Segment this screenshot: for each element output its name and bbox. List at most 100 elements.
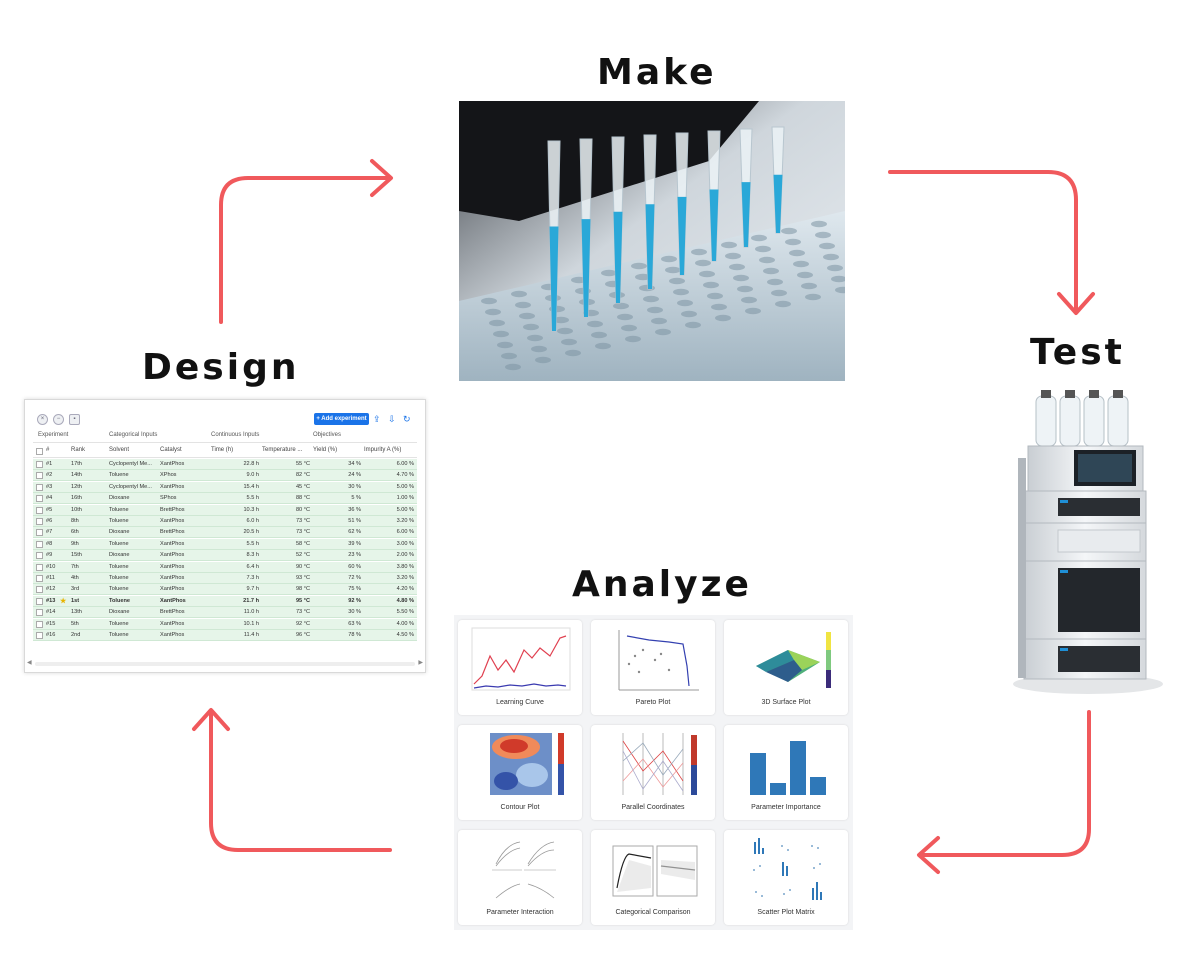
card-scatter-plot-matrix[interactable]: Scatter Plot Matrix — [724, 830, 848, 925]
well — [797, 271, 813, 279]
table-cell: 3.20 % — [396, 575, 414, 581]
well — [715, 314, 731, 322]
column-header[interactable]: # — [46, 447, 50, 453]
upload-icon[interactable]: ⇪ — [373, 414, 381, 424]
card-contour-plot[interactable]: Contour Plot — [458, 725, 582, 820]
well — [527, 334, 543, 342]
table-cell: 4.50 % — [396, 632, 414, 638]
table-cell: #13 — [46, 597, 56, 604]
card-parameter-interaction[interactable]: Parameter Interaction — [458, 830, 582, 925]
table-cell: 3.80 % — [396, 563, 414, 570]
row-checkbox[interactable] — [36, 597, 43, 605]
row-checkbox[interactable] — [36, 609, 43, 617]
well — [699, 270, 715, 278]
column-header[interactable]: Temperature ... — [262, 447, 303, 453]
well — [591, 331, 607, 339]
column-header[interactable]: Yield (%) — [313, 447, 338, 453]
horizontal-scrollbar[interactable] — [35, 662, 415, 666]
row-checkbox[interactable] — [36, 529, 43, 537]
table-cell: 93 °C — [295, 575, 310, 581]
scroll-left-icon[interactable]: ◀ — [27, 660, 32, 666]
table-cell: #1 — [46, 461, 53, 467]
solvent-bottles — [1035, 390, 1129, 447]
parameter-importance-thumbnail — [750, 741, 826, 795]
add-experiment-button[interactable]: + Add experiment — [314, 413, 369, 425]
card-label: 3D Surface Plot — [761, 699, 811, 706]
well — [557, 327, 573, 335]
table-cell: 22.8 h — [243, 461, 259, 467]
row-checkbox[interactable] — [36, 575, 43, 582]
table-cell: 6.00 % — [396, 529, 414, 536]
row-checkbox[interactable] — [36, 586, 43, 594]
well — [601, 269, 617, 277]
refresh-icon[interactable]: ↻ — [403, 414, 411, 424]
row-checkbox[interactable] — [36, 552, 43, 560]
arrow-analyze-to-design — [209, 710, 392, 852]
column-header[interactable]: Time (h) — [211, 447, 234, 453]
arrow-test-to-analyze — [918, 710, 1091, 857]
card-learning-curve[interactable]: Learning Curve — [458, 620, 582, 715]
card-pareto-plot[interactable]: Pareto Plot — [591, 620, 715, 715]
well — [497, 341, 513, 349]
row-checkbox[interactable] — [36, 518, 43, 525]
surface-plot-thumbnail — [756, 632, 831, 688]
table-cell: #10 — [46, 563, 56, 570]
table-cell: #11 — [46, 575, 55, 581]
column-header[interactable]: Catalyst — [160, 447, 182, 453]
well — [823, 253, 839, 261]
row-checkbox[interactable] — [36, 540, 43, 548]
download-icon[interactable]: ⇩ — [388, 414, 396, 424]
card-categorical-comparison[interactable]: Categorical Comparison — [591, 830, 715, 925]
table-cell: 62 % — [348, 529, 361, 536]
minus-icon[interactable]: − — [53, 414, 64, 425]
card-3d-surface-plot[interactable]: 3D Surface Plot — [724, 620, 848, 715]
row-checkbox[interactable] — [36, 506, 43, 514]
column-header[interactable]: Solvent — [109, 447, 130, 453]
table-cell: 21.7 h — [243, 597, 259, 604]
table-cell: Toluene — [109, 632, 129, 638]
select-all-checkbox[interactable] — [36, 448, 43, 455]
row-checkbox[interactable] — [36, 620, 43, 628]
trash-icon[interactable]: ▪ — [69, 414, 80, 425]
row-checkbox[interactable] — [36, 632, 43, 639]
categorical-comparison-thumbnail — [612, 845, 698, 897]
card-parallel-coordinates[interactable]: Parallel Coordinates — [591, 725, 715, 820]
row-checkbox[interactable] — [36, 461, 43, 468]
table-cell: 7.3 h — [246, 575, 259, 581]
table-cell: 80 °C — [295, 506, 310, 513]
table-cell: 5.5 h — [246, 495, 259, 502]
well — [501, 352, 517, 360]
column-header[interactable]: Rank — [71, 447, 86, 453]
row-checkbox[interactable] — [36, 563, 43, 571]
table-cell: 7th — [71, 563, 79, 570]
table-cell: Toluene — [109, 597, 131, 604]
table-cell: 4.80 % — [396, 597, 414, 604]
column-header[interactable]: Impurity A (%) — [364, 447, 402, 453]
table-cell: 1st — [71, 597, 80, 604]
cancel-icon[interactable]: × — [37, 414, 48, 425]
row-checkbox[interactable] — [36, 483, 43, 491]
blue-liquid — [741, 182, 751, 247]
card-parameter-importance[interactable]: Parameter Importance — [724, 725, 848, 820]
row-checkbox[interactable] — [36, 495, 43, 503]
well — [695, 259, 711, 267]
scroll-right-icon[interactable]: ▶ — [418, 660, 423, 666]
row-checkbox[interactable] — [36, 472, 43, 480]
well — [793, 260, 809, 268]
